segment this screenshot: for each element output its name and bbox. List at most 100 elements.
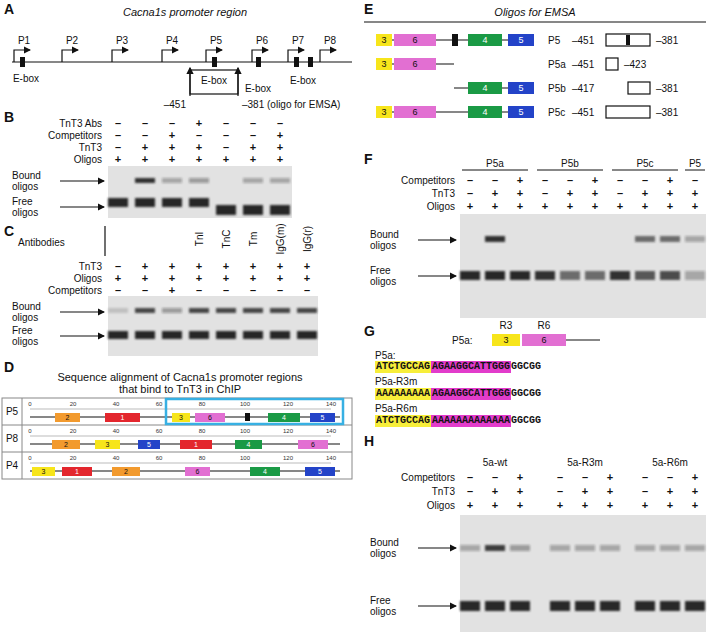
panel-letter: D <box>4 360 14 375</box>
box-label: 4 <box>247 441 251 448</box>
lane-sign: + <box>517 187 523 199</box>
ruler-number: 0 <box>28 401 31 408</box>
region-box: 5 <box>508 106 534 118</box>
lane-sign: – <box>567 174 573 186</box>
divider <box>104 226 105 256</box>
ruler-number: 60 <box>156 428 163 435</box>
label: Competitors <box>401 472 455 483</box>
lane-sign: – <box>142 129 148 141</box>
label: Bound oligos <box>12 170 56 192</box>
ruler-number: 0 <box>28 455 31 462</box>
promoter-map <box>12 50 352 96</box>
lane-sign: + <box>692 200 698 212</box>
label: P3 <box>116 35 128 46</box>
oligo-line <box>566 339 600 340</box>
box-label: AGAAGGCATTGGG <box>432 388 510 399</box>
lane-sign: – <box>304 284 310 296</box>
lane-sign: + <box>169 129 175 141</box>
panel-letter: E <box>364 2 373 17</box>
lane-sign: – <box>492 471 498 483</box>
lane-sign: + <box>223 260 229 272</box>
panel-letter: C <box>4 224 14 239</box>
lane-sign: + <box>250 153 256 165</box>
label: Competitors <box>401 175 455 186</box>
box-label: 6 <box>412 107 417 117</box>
box-label: 5 <box>518 83 523 93</box>
ruler-number: 140 <box>326 401 336 408</box>
label: P5a-R3m <box>375 376 417 387</box>
label: 5a-R6m <box>652 457 688 468</box>
ruler-number: 60 <box>156 455 163 462</box>
panel-letter: A <box>4 2 14 17</box>
lane-sign: + <box>667 499 673 511</box>
lane-sign: + <box>667 174 673 186</box>
ruler-number: 120 <box>283 455 293 462</box>
region-box: 6 <box>394 106 436 118</box>
lane-sign: + <box>304 260 310 272</box>
lane-sign: + <box>692 485 698 497</box>
oligo-map <box>170 0 706 118</box>
label: –381 <box>656 83 678 94</box>
lane-sign: – <box>557 485 563 497</box>
lane-sign: – <box>467 485 473 497</box>
label: TnI <box>194 232 205 246</box>
label: E-box <box>290 75 316 86</box>
lane-sign: – <box>542 187 548 199</box>
label: Antibodies <box>18 237 65 248</box>
box-label: 4 <box>482 107 487 117</box>
lane-sign: + <box>607 485 613 497</box>
lane-sign: – <box>142 284 148 296</box>
lane-sign: + <box>692 187 698 199</box>
lane-sign: + <box>517 499 523 511</box>
lane-sign: + <box>250 141 256 153</box>
box-label: 1 <box>194 441 198 448</box>
lane-sign: – <box>467 187 473 199</box>
label: –417 <box>572 83 594 94</box>
region-box: 5 <box>508 82 534 94</box>
lane-sign: + <box>642 200 648 212</box>
label: Tm <box>248 232 259 246</box>
lane-sign: + <box>582 485 588 497</box>
lane-sign: + <box>250 260 256 272</box>
e-box-mark <box>452 34 458 46</box>
box-label: ATCTGCCAG <box>376 361 430 372</box>
region-box: 2 <box>55 413 80 422</box>
lane-sign: + <box>277 260 283 272</box>
gel-h <box>460 515 706 632</box>
box-label: 4 <box>482 35 487 45</box>
lane-sign: + <box>517 471 523 483</box>
label: Competitors <box>48 130 102 141</box>
ruler-number: 120 <box>283 401 293 408</box>
label: P4 <box>6 460 18 471</box>
label: TnT3 Abs <box>59 118 102 129</box>
lane-sign: + <box>582 499 588 511</box>
box-label: 5 <box>147 441 151 448</box>
box-label: 1 <box>121 414 125 421</box>
lane-sign: + <box>277 141 283 153</box>
lane-sign: + <box>142 260 148 272</box>
region-box: 5 <box>138 440 160 449</box>
label: P5a-R6m <box>375 403 417 414</box>
box-label: 6 <box>541 335 546 345</box>
lane-sign: + <box>492 187 498 199</box>
ruler-number: 20 <box>70 428 77 435</box>
region-box: 1 <box>180 440 212 449</box>
lane-sign: + <box>667 485 673 497</box>
ruler-number: 0 <box>28 428 31 435</box>
lane-sign: – <box>277 117 283 129</box>
region-box: 4 <box>235 440 262 449</box>
ruler-number: 20 <box>70 401 77 408</box>
box-label: 3 <box>381 35 386 45</box>
label: Sequence alignment of Cacna1s promoter r… <box>55 371 305 395</box>
ruler-number: 20 <box>70 455 77 462</box>
label: P5b <box>548 83 566 94</box>
ruler-number: 40 <box>113 401 120 408</box>
lane-sign: – <box>196 129 202 141</box>
region-box: 2 <box>52 440 80 449</box>
label: R3 <box>500 320 513 331</box>
lane-sign: + <box>196 260 202 272</box>
label: P4 <box>166 35 178 46</box>
label: P2 <box>66 35 78 46</box>
lane-sign: – <box>642 485 648 497</box>
e-box-marks <box>20 57 313 67</box>
